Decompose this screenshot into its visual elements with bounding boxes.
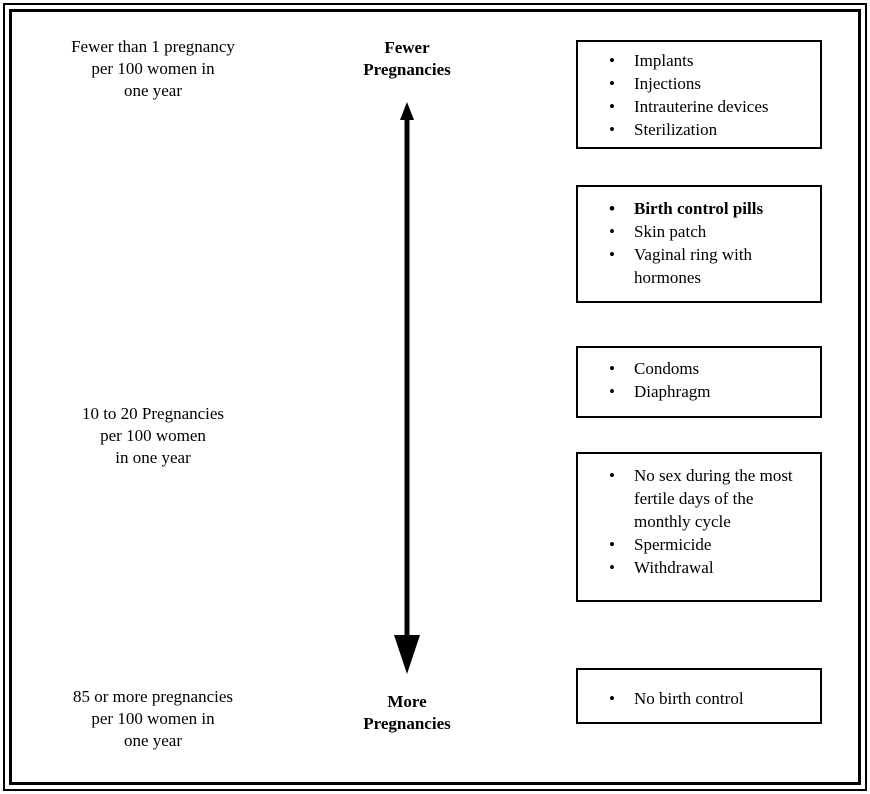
arrow-top-label: Fewer Pregnancies — [325, 37, 489, 81]
bullet-text: No birth control — [634, 689, 744, 708]
bullet-icon: • — [609, 689, 615, 708]
bullet-item: • No birth control — [578, 687, 820, 710]
method-list: • Condoms • Diaphragm — [578, 357, 820, 403]
rate-label-mid-line1: 10 to 20 Pregnancies — [81, 404, 225, 423]
rate-label-high-line1: 85 or more pregnancies — [72, 687, 234, 706]
bullet-icon: • — [609, 222, 615, 241]
bullet-icon: • — [609, 466, 615, 485]
method-list: • Implants • Injections • Intrauterine device… — [578, 49, 820, 141]
bullet-icon: • — [609, 382, 615, 401]
bullet-item: • Vaginal ring with hormones — [578, 243, 820, 289]
arrow-bottom-label-line2: Pregnancies — [363, 714, 451, 733]
bullet-icon: • — [609, 199, 615, 218]
method-list: • No sex during the most fertile days of … — [578, 464, 820, 579]
bullet-text: Spermicide — [634, 535, 712, 554]
rate-label-mid: 10 to 20 Pregnancies per 100 women in on… — [28, 403, 278, 469]
arrow-top-label-line2: Pregnancies — [363, 60, 451, 79]
bullet-icon: • — [609, 359, 615, 378]
bullet-item: • Implants — [578, 49, 820, 72]
rate-label-mid-line3: in one year — [115, 448, 191, 467]
method-box-most-effective: • Implants • Injections • Intrauterine device… — [576, 40, 822, 149]
rate-label-low-line3: one year — [123, 81, 183, 100]
rate-label-low: Fewer than 1 pregnancy per 100 women in … — [28, 36, 278, 102]
bullet-icon: • — [609, 51, 615, 70]
bullet-text: No sex during the most fertile days of t… — [634, 466, 793, 531]
rate-label-high: 85 or more pregnancies per 100 women in … — [28, 686, 278, 752]
rate-label-low-line2: per 100 women in — [91, 59, 215, 78]
bullet-text: Injections — [634, 74, 702, 93]
method-box-none: • No birth control — [576, 668, 822, 724]
method-box-barrier: • Condoms • Diaphragm — [576, 346, 822, 418]
method-list: • Birth control pills • Skin patch • Vaginal … — [578, 197, 820, 289]
bullet-item: • Sterilization — [578, 118, 820, 141]
bullet-text: Diaphragm — [634, 382, 711, 401]
bullet-text: Condoms — [634, 359, 700, 378]
bullet-item: • Birth control pills — [578, 197, 820, 220]
bullet-text: Vaginal ring with hormones — [634, 245, 753, 287]
bullet-item: • Diaphragm — [578, 380, 820, 403]
bullet-text: Skin patch — [634, 222, 707, 241]
rate-label-low-line1: Fewer than 1 pregnancy — [71, 37, 235, 56]
bullet-item: • Withdrawal — [578, 556, 820, 579]
bullet-item: • Condoms — [578, 357, 820, 380]
bullet-text: Withdrawal — [634, 558, 714, 577]
bullet-icon: • — [609, 97, 615, 116]
arrow-bottom-label-line1: More — [387, 692, 427, 711]
rate-label-high-line3: one year — [123, 731, 183, 750]
bullet-text: Birth control pills — [634, 199, 764, 218]
bullet-item: • Injections — [578, 72, 820, 95]
arrow-bottom-label: More Pregnancies — [325, 691, 489, 735]
bullet-item: • Spermicide — [578, 533, 820, 556]
bullet-icon: • — [609, 120, 615, 139]
bullet-icon: • — [609, 558, 615, 577]
bullet-item: • Intrauterine devices — [578, 95, 820, 118]
bullet-text: Implants — [634, 51, 694, 70]
bullet-icon: • — [609, 74, 615, 93]
arrow-up-head — [400, 102, 414, 120]
method-box-behavioral: • No sex during the most fertile days of … — [576, 452, 822, 602]
bullet-item: • Skin patch — [578, 220, 820, 243]
bullet-text: Sterilization — [634, 120, 718, 139]
method-list: • No birth control — [578, 687, 820, 710]
bullet-item: • No sex during the most fertile days of … — [578, 464, 820, 533]
method-box-hormonal: • Birth control pills • Skin patch • Vaginal … — [576, 185, 822, 303]
rate-label-mid-line2: per 100 women — [100, 426, 206, 445]
arrow-shaft — [404, 116, 410, 640]
pregnancy-rate-arrow — [394, 102, 420, 674]
bullet-text: Intrauterine devices — [634, 97, 769, 116]
bullet-icon: • — [609, 535, 615, 554]
arrow-down-head — [394, 635, 420, 674]
arrow-top-label-line1: Fewer — [384, 38, 430, 57]
bullet-icon: • — [609, 245, 615, 264]
rate-label-high-line2: per 100 women in — [91, 709, 215, 728]
